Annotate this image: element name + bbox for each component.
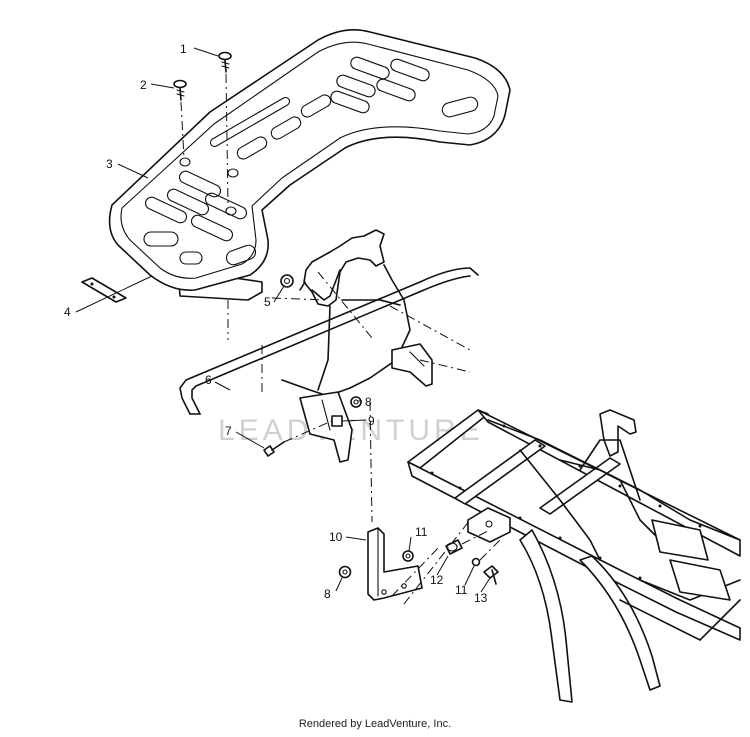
nut-8-lower <box>338 565 352 579</box>
reflector-plate-4 <box>81 277 127 303</box>
callout-1: 1 <box>180 42 187 56</box>
callout-labels: 1 2 3 4 5 6 7 8 9 10 11 8 12 11 13 <box>64 42 488 605</box>
footer-credit: Rendered by LeadVenture, Inc. <box>298 718 452 730</box>
bolt-13 <box>483 565 499 585</box>
callout-5: 5 <box>264 295 271 309</box>
washer-11-lower <box>471 557 481 567</box>
callout-6: 6 <box>205 373 212 387</box>
callout-10: 10 <box>329 530 343 544</box>
spacer-9 <box>331 415 343 427</box>
callout-8-lower: 8 <box>324 587 331 601</box>
bolt-2 <box>173 79 187 101</box>
callout-9: 9 <box>368 414 375 428</box>
rear-rack <box>108 29 511 301</box>
callout-8-upper: 8 <box>365 395 372 409</box>
callout-2: 2 <box>140 78 147 92</box>
callout-3: 3 <box>106 157 113 171</box>
mount-bracket-10 <box>367 527 423 601</box>
callout-4: 4 <box>64 305 71 319</box>
nut-8-upper <box>350 396 362 408</box>
center-mount-bracket <box>179 229 479 463</box>
spacer-12 <box>445 539 463 555</box>
bolt-7 <box>263 419 335 457</box>
vehicle-frame <box>407 409 741 703</box>
nut-5 <box>280 274 294 288</box>
callout-12: 12 <box>430 573 444 587</box>
callout-leaders <box>75 47 491 593</box>
callout-11-lower: 11 <box>455 583 468 597</box>
callout-13: 13 <box>474 591 488 605</box>
callout-11-upper: 11 <box>415 525 428 539</box>
callout-7: 7 <box>225 424 232 438</box>
bolt-1 <box>218 51 232 73</box>
washer-11-upper <box>402 550 414 562</box>
